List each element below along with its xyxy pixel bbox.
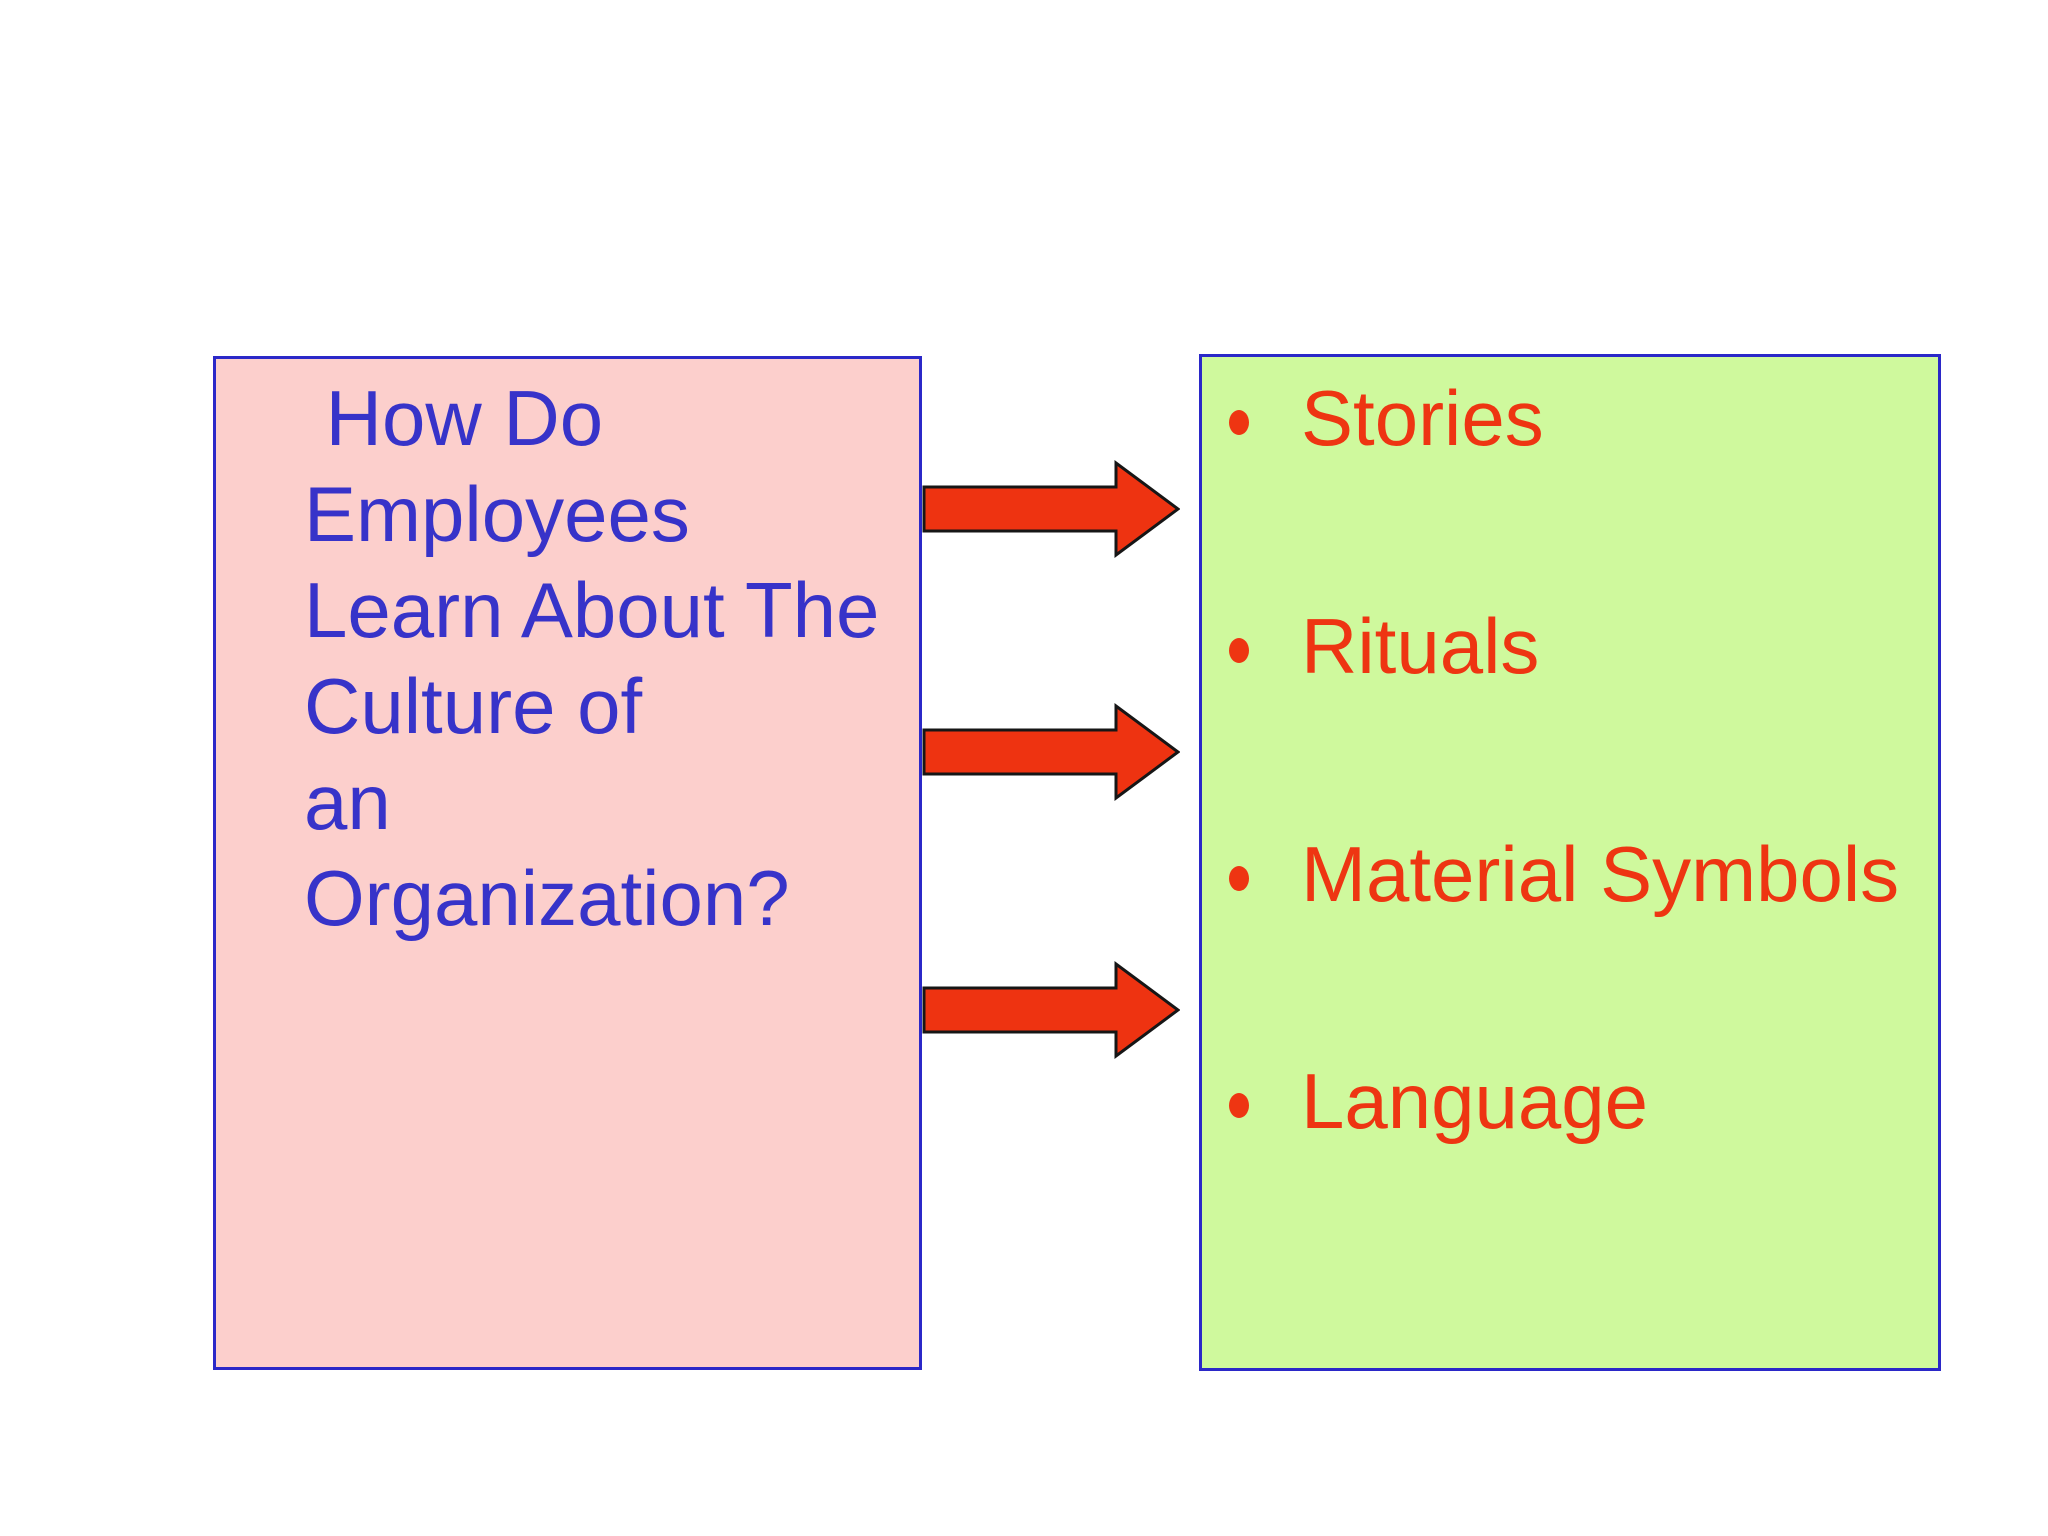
answer-label: Stories	[1301, 374, 1544, 462]
arrow-right-icon	[922, 960, 1180, 1060]
question-text-line: Learn About The	[304, 566, 880, 654]
question-box: How Do Employees Learn About The Culture…	[213, 356, 922, 1370]
arrow-right-icon	[922, 459, 1180, 559]
arrow-right-icon	[922, 702, 1180, 802]
answer-label: Language	[1301, 1057, 1649, 1145]
list-item: Language	[1202, 1053, 1938, 1149]
question-text-line: Employees	[304, 470, 690, 558]
answer-label: Rituals	[1301, 602, 1540, 690]
bullet-icon	[1229, 1093, 1249, 1118]
list-item: Material Symbols	[1202, 826, 1938, 922]
question-text-line: Organization?	[304, 854, 790, 942]
answer-label: Material Symbols	[1301, 830, 1900, 918]
answers-box: Stories Rituals Material Symbols Languag…	[1199, 354, 1941, 1371]
question-text-line: Culture of	[304, 662, 643, 750]
bullet-icon	[1229, 410, 1249, 435]
list-item: Stories	[1202, 370, 1938, 466]
bullet-icon	[1229, 866, 1249, 891]
bullet-icon	[1229, 638, 1249, 663]
list-item: Rituals	[1202, 598, 1938, 694]
question-text-line: an	[304, 758, 391, 846]
question-text-line: How Do	[304, 374, 604, 462]
